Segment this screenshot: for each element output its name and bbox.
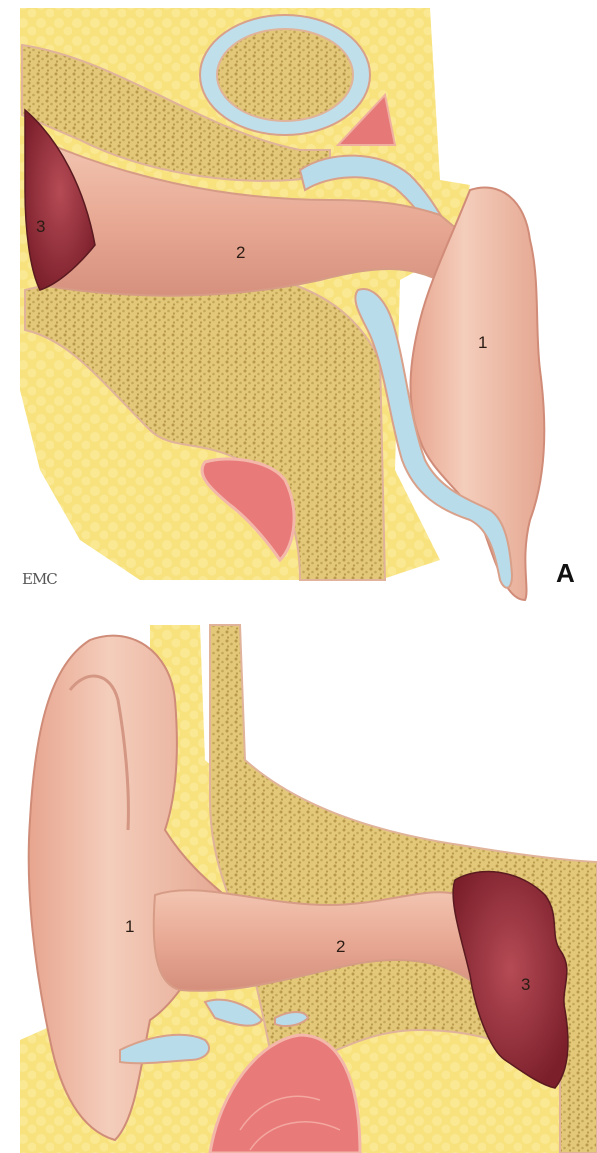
panel-b: 1 2 3 (20, 625, 597, 1153)
panel-a-label-eardrum: 3 (36, 217, 45, 236)
panel-a-label-concha: 1 (478, 333, 487, 352)
panel-a: 1 2 3 EMC A (20, 8, 575, 600)
emc-logo: EMC (22, 570, 57, 588)
panel-b-label-canal: 2 (336, 937, 345, 956)
panel-a-letter: A (556, 558, 575, 588)
panel-a-label-canal: 2 (236, 243, 245, 262)
panel-b-label-eardrum: 3 (521, 975, 530, 994)
panel-b-label-concha: 1 (125, 917, 134, 936)
